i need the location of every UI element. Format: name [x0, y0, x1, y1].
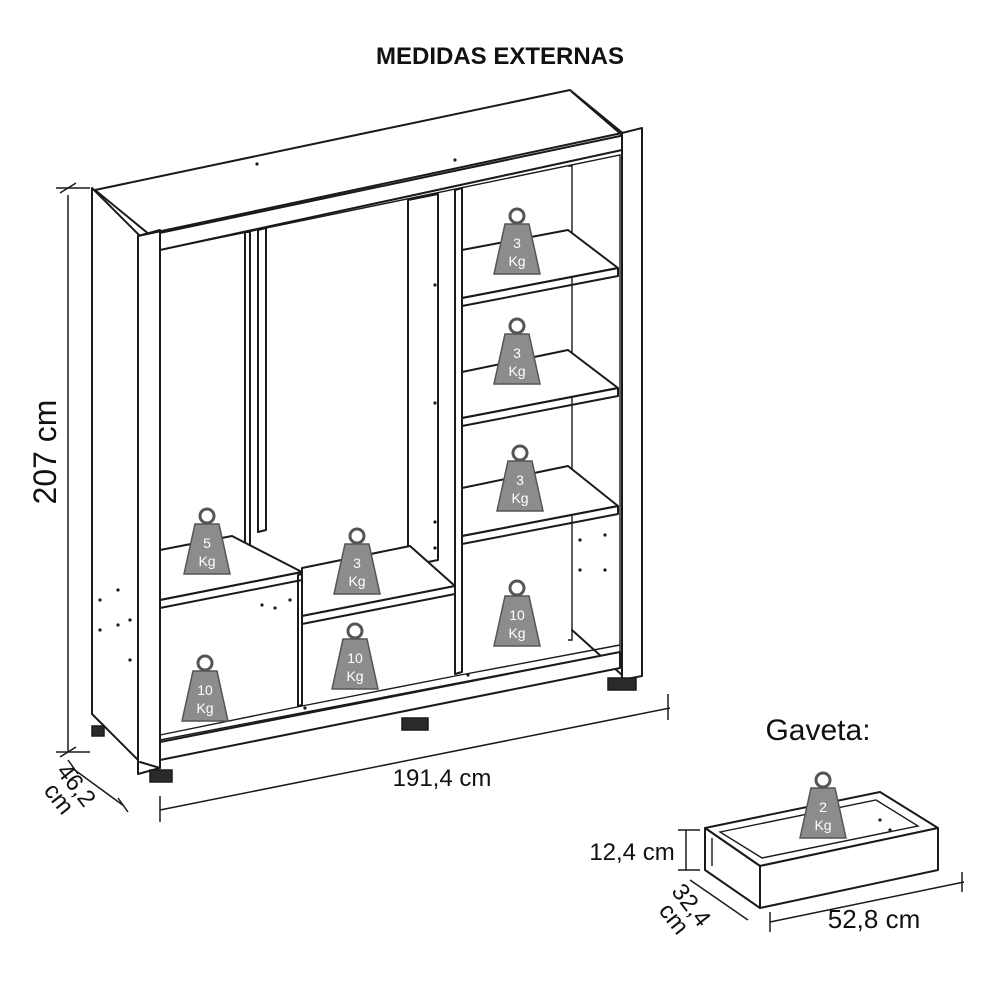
page-title: MEDIDAS EXTERNAS — [376, 43, 624, 70]
weight-icon: 10 Kg — [330, 622, 380, 691]
weight-unit: Kg — [196, 700, 213, 716]
shelf-pin-holes — [98, 158, 607, 710]
bottom-base — [159, 651, 621, 761]
weight-unit: Kg — [348, 573, 365, 589]
weight-value: 3 — [353, 555, 361, 571]
drawer-height-label: 12,4 cm — [589, 839, 674, 866]
top-panel — [94, 89, 626, 236]
front-left-stile — [137, 229, 161, 775]
drawer-depth-label: 32,4 cm — [653, 879, 716, 940]
weight-icon: 3 Kg — [495, 444, 545, 513]
drawer-width-label: 52,8 cm — [828, 904, 921, 934]
shelf-left — [159, 535, 303, 601]
weight-value: 10 — [347, 650, 363, 666]
weight-unit: Kg — [814, 817, 831, 833]
weight-unit: Kg — [511, 490, 528, 506]
drawer-height-dimension — [678, 829, 700, 871]
weight-icon: 10 Kg — [180, 654, 230, 723]
weight-unit: Kg — [508, 363, 525, 379]
width-dimension — [159, 694, 671, 822]
weight-value: 10 — [197, 682, 213, 698]
weight-unit: Kg — [198, 553, 215, 569]
weight-unit: Kg — [508, 253, 525, 269]
weight-icon: 3 Kg — [492, 317, 542, 386]
height-dimension — [56, 182, 90, 758]
divider-center — [407, 193, 439, 567]
weight-icon: 3 Kg — [332, 527, 382, 596]
depth-dimension — [67, 759, 129, 813]
left-side-panel — [91, 187, 141, 763]
weight-value: 5 — [203, 535, 211, 551]
drawer-depth-dimension — [689, 879, 749, 921]
foot-front-left — [149, 769, 173, 783]
width-label: 191,4 cm — [393, 765, 492, 792]
front-right-stile — [621, 127, 643, 681]
weight-value: 3 — [513, 345, 521, 361]
weight-icon: 2 Kg — [798, 771, 848, 840]
drawer-title: Gaveta: — [765, 714, 870, 747]
height-label: 207 cm — [27, 400, 63, 505]
shelf-right-1 — [461, 229, 619, 299]
divider-right — [454, 187, 463, 675]
weight-unit: Kg — [508, 625, 525, 641]
weight-value: 10 — [509, 607, 525, 623]
weight-value: 3 — [513, 235, 521, 251]
depth-label: 46,2 cm — [38, 759, 101, 820]
drawer-width-dimension — [769, 872, 965, 932]
weight-icon: 3 Kg — [492, 207, 542, 276]
weight-icon: 5 Kg — [182, 507, 232, 576]
drawer-front — [759, 827, 939, 909]
divider-left — [257, 227, 267, 533]
foot-front-right — [607, 677, 637, 691]
weight-unit: Kg — [346, 668, 363, 684]
weight-value: 2 — [819, 799, 827, 815]
foot-middle — [401, 717, 429, 731]
weight-icon: 10 Kg — [492, 579, 542, 648]
weight-value: 3 — [516, 472, 524, 488]
wardrobe — [91, 89, 643, 783]
